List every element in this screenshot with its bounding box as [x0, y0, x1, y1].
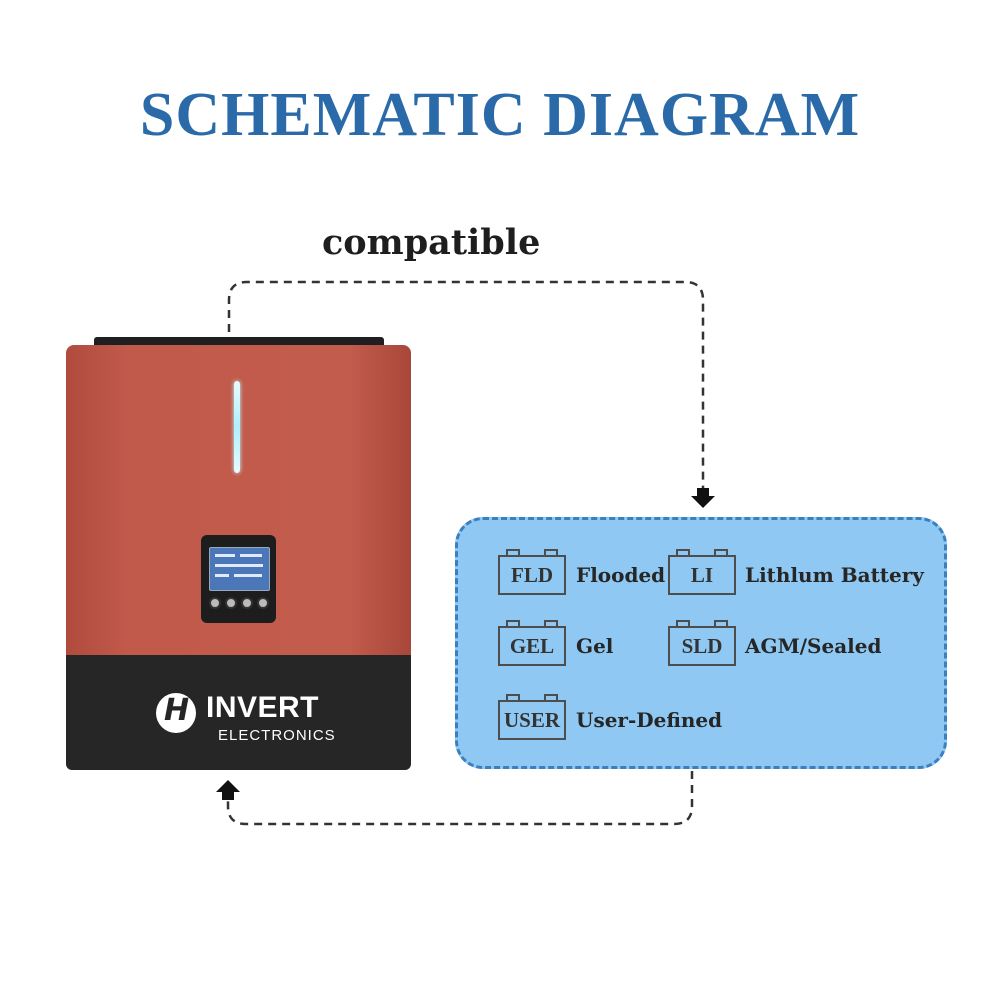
inverter-base: H INVERT ELECTRONICS [66, 655, 411, 770]
compatible-label: compatible [322, 222, 541, 263]
panel-button [257, 597, 269, 609]
brand-subtitle: ELECTRONICS [218, 727, 336, 744]
battery-label-flooded: Flooded [576, 563, 666, 587]
panel-button [241, 597, 253, 609]
battery-icon-li: LI [668, 549, 736, 595]
battery-icon-user: USER [498, 694, 566, 740]
battery-label-lithium: Lithlum Battery [745, 563, 924, 587]
battery-icon-sld: SLD [668, 620, 736, 666]
battery-types-box: FLD Flooded LI Lithlum Battery GEL Gel S… [455, 517, 947, 769]
lcd-control-panel [201, 535, 276, 623]
battery-label-user: User-Defined [576, 708, 723, 732]
battery-label-agm: AGM/Sealed [745, 634, 882, 658]
status-led-strip [234, 381, 240, 473]
lcd-screen [209, 547, 270, 591]
inverter-top-bracket [94, 337, 384, 347]
brand-name: INVERT [206, 691, 320, 724]
inverter-device: H INVERT ELECTRONICS [66, 337, 411, 770]
panel-buttons [209, 597, 269, 611]
panel-button [209, 597, 221, 609]
down-arrow-icon [691, 488, 715, 508]
battery-icon-fld: FLD [498, 549, 566, 595]
panel-button [225, 597, 237, 609]
inverter-body [66, 345, 411, 655]
up-arrow-icon [216, 780, 240, 800]
page-title: SCHEMATIC DIAGRAM [139, 81, 861, 149]
bottom-dashed-connector [226, 771, 694, 826]
battery-label-gel: Gel [576, 634, 614, 658]
top-dashed-connector [227, 280, 705, 488]
battery-icon-gel: GEL [498, 620, 566, 666]
brand-logo-icon: H [156, 693, 196, 733]
